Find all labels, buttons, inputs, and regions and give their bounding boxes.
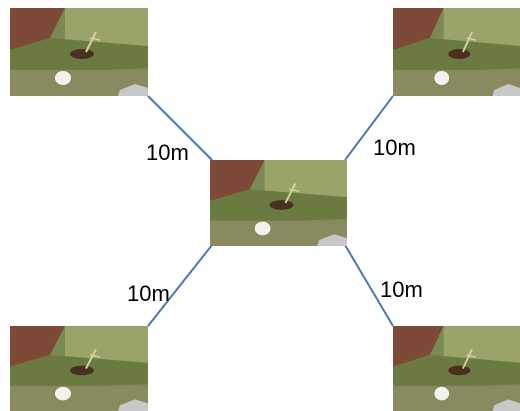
distance-label-bottom-right: 10m [380, 277, 423, 302]
photo-bottom-left [10, 326, 148, 411]
field-photo-image [10, 8, 148, 96]
connector-bottom-right [344, 244, 394, 327]
connector-bottom-left [147, 244, 213, 327]
photo-top-left [10, 8, 148, 96]
distance-label-bottom-left: 10m [127, 281, 170, 306]
field-photo-image [210, 160, 347, 246]
photo-bottom-right [393, 326, 520, 411]
distance-label-top-right: 10m [373, 135, 416, 160]
connector-top-left [147, 95, 213, 161]
field-photo-image [393, 326, 520, 411]
photo-top-right [393, 8, 520, 96]
field-photo-image [10, 326, 148, 411]
distance-label-top-left: 10m [146, 140, 189, 165]
connector-top-right [344, 95, 394, 161]
field-photo-image [393, 8, 520, 96]
photo-center [210, 160, 347, 246]
